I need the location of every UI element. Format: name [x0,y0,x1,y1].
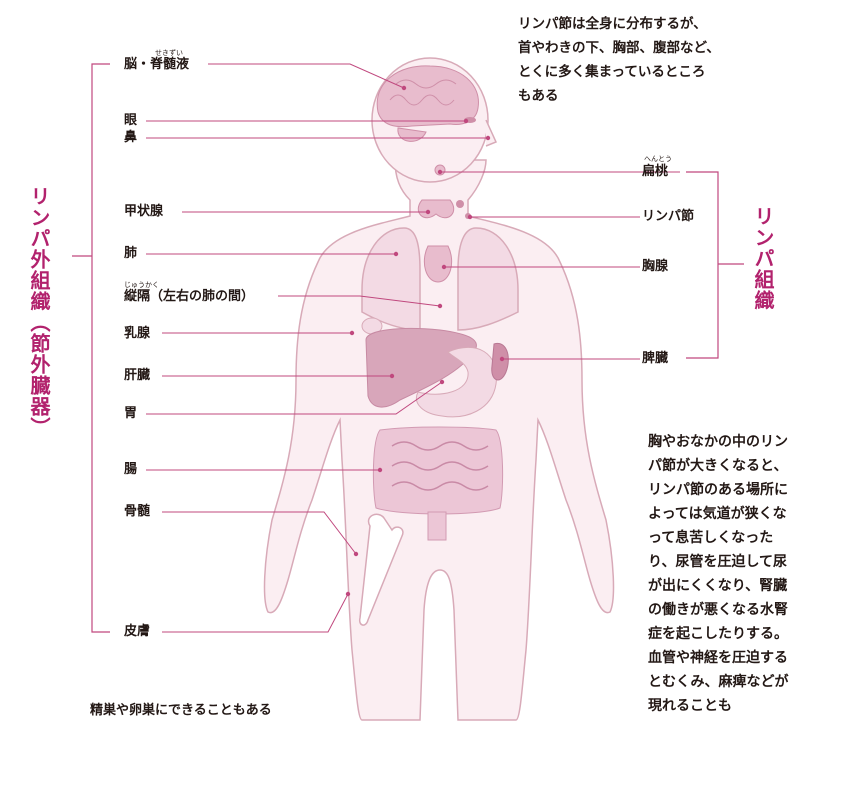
note-right-line: 胸やおなかの中のリン [648,434,788,450]
label-skin: 皮膚 [124,624,151,639]
note-right-line: パ節が大きくなると、 [648,458,788,474]
label-spleen: 脾臓 [642,351,669,366]
note-top-line: とくに多く集まっているところ [518,64,706,80]
lymph-node-shape [456,200,464,208]
note-right-line: り、尿管を圧迫して尿 [648,554,788,570]
label-mediastinum: 縦隔（左右の肺の間） [124,289,255,304]
dot-thymus [441,264,447,270]
label-tonsil: 扁桃 [642,164,669,179]
note-top-line: もある [518,88,559,104]
rectum-shape [427,511,447,541]
label-brain: 脳・脊髄液 [124,57,190,72]
note-right-line: 血管や神経を圧迫する [648,650,788,666]
label-eye: 眼 [124,113,138,128]
note-right-line: が出にくくなり、腎臓 [648,578,788,594]
label-bone-marrow: 骨髄 [124,504,151,519]
line-brain [208,63,405,89]
label-breast: 乳腺 [124,326,151,341]
tonsil-ruby: へんとう [644,155,672,163]
dot-thyroid [425,209,431,215]
note-right-line: とむくみ、麻痺などが [648,674,789,690]
dot-lymph-node [467,214,473,220]
note-top-line: 首やわきの下、胸部、腹部など、 [518,40,720,56]
large-intestine-shape [372,426,504,515]
dot-liver [389,373,395,379]
dot-spleen [499,356,505,362]
thymus-shape [423,245,453,283]
dot-nose [485,135,491,141]
dot-skin [345,591,351,597]
line-stomach [146,381,443,415]
dot-breast [349,330,355,336]
note-right-line: の働きが悪くなる水腎 [648,602,788,618]
dot-eye [463,118,469,124]
note-top: リンパ節は全身に分布するが、 首やわきの下、胸部、腹部など、 とくに多く集まって… [518,12,720,108]
line-mediastinum [278,295,441,307]
dot-stomach [439,379,445,385]
label-lymph-node: リンパ節 [642,209,695,224]
note-top-line: リンパ節は全身に分布するが、 [518,16,707,32]
label-stomach: 胃 [124,406,138,421]
note-right-line: 現れることも [648,698,732,714]
nose-outline [485,119,498,147]
right-group-bracket [686,171,744,359]
right-lung-shape [457,227,519,331]
dot-tonsil [437,169,443,175]
mediastinum-ruby: じゅうかく [124,281,159,289]
label-nose: 鼻 [124,130,138,145]
brain-folds [389,79,457,106]
note-right-line: よっては気道が狭くな [648,506,787,522]
label-thyroid: 甲状腺 [124,204,164,219]
label-liver: 肝臓 [124,368,151,383]
note-bottom: 精巣や卵巣にできることもある [90,703,272,718]
brain-ruby: せきずい [155,49,183,57]
note-right-line: 症を起こしたりする。 [648,626,788,642]
dot-brain [401,85,407,91]
label-thymus: 胸腺 [642,259,669,274]
group-right-title: リンパ組織 [751,206,775,311]
note-right-line: って息苦しくなった [648,530,774,546]
left-group-bracket [72,63,110,633]
spleen-shape [491,342,509,381]
note-right-line: リンパ節のある場所に [648,482,788,498]
label-lung: 肺 [124,246,138,261]
femur-shape [358,513,404,626]
note-right: 胸やおなかの中のリン パ節が大きくなると、 リンパ節のある場所に よっては気道が… [648,430,789,718]
line-skin [162,593,349,633]
small-intestine-shape [391,441,489,491]
group-left-title: リンパ外組織（節外臓器） [27,186,51,438]
brain-shape [376,65,479,128]
dot-lung [393,251,399,257]
dot-bone-marrow [353,551,359,557]
line-bone-marrow [162,511,357,555]
label-intestine: 腸 [124,462,138,477]
dot-mediastinum [437,303,443,309]
dot-intestine [377,467,383,473]
